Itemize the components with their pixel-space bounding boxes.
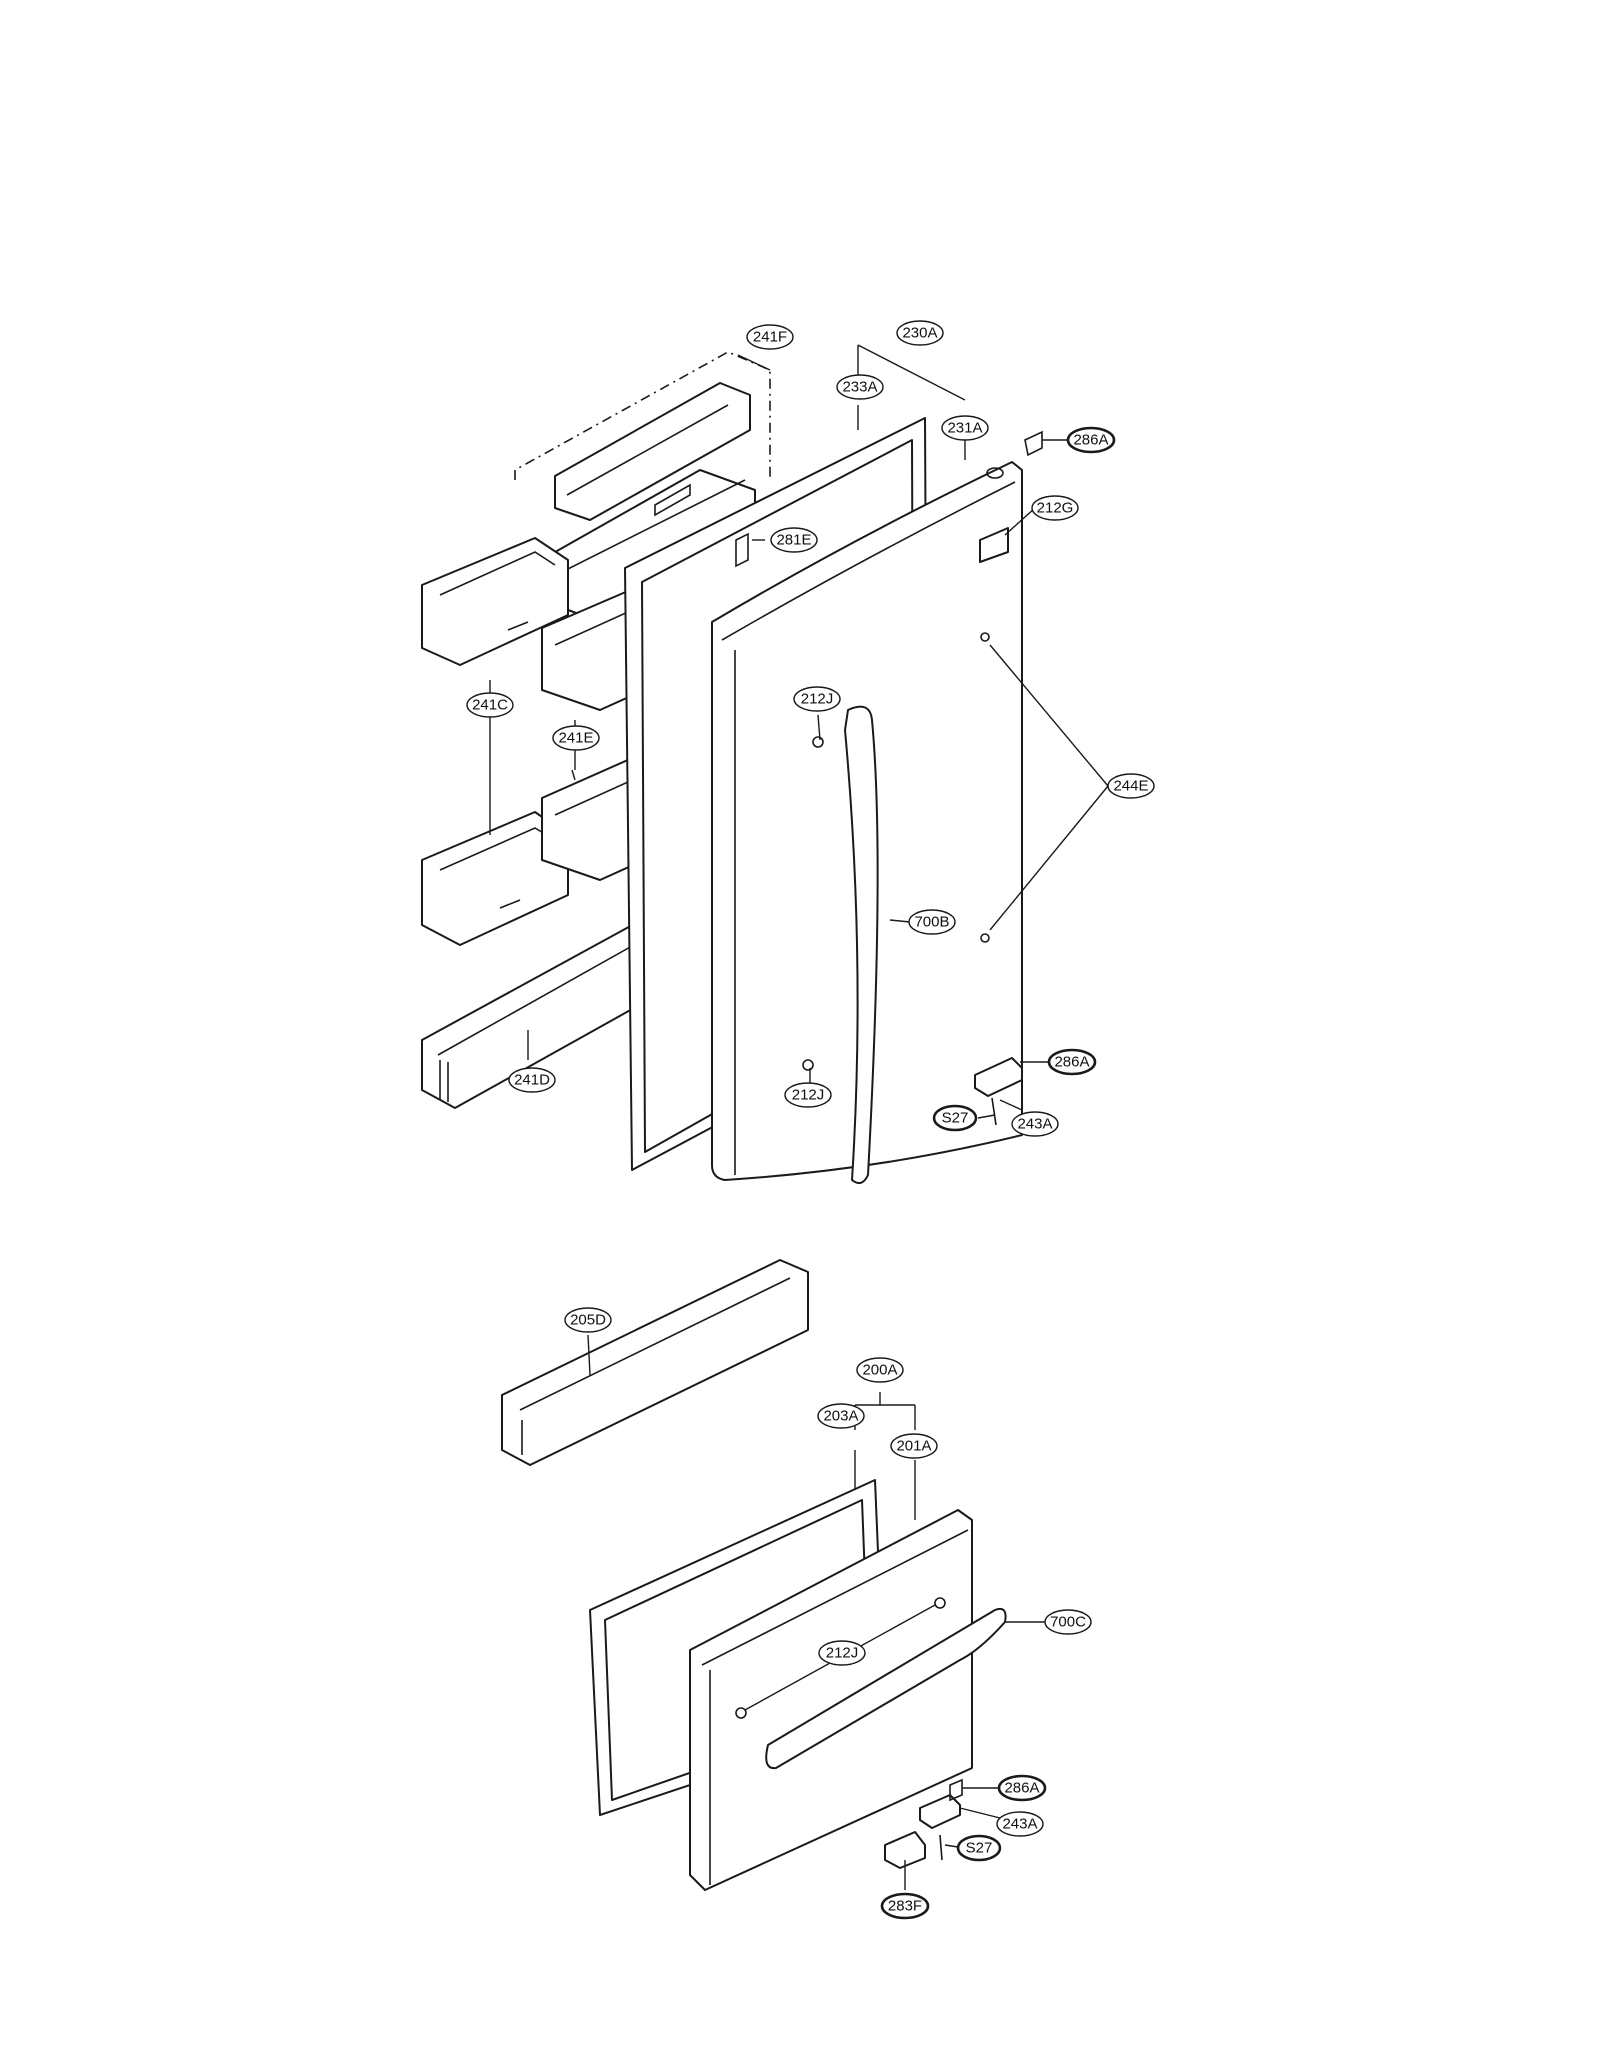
screw-212J-drawer-a bbox=[735, 1707, 747, 1719]
callout-243A-mid: 243A bbox=[1011, 1111, 1059, 1137]
shelf-205D bbox=[501, 1259, 809, 1466]
svg-text:700C: 700C bbox=[1050, 1614, 1086, 1631]
svg-text:S27: S27 bbox=[966, 1840, 993, 1857]
svg-text:201A: 201A bbox=[896, 1438, 931, 1455]
callout-205D: 205D bbox=[564, 1307, 612, 1333]
callout-200A: 200A bbox=[856, 1357, 904, 1383]
callouts: 241F 230A 233A 231A 286A 212G 281E 212J bbox=[466, 320, 1155, 1920]
svg-text:203A: 203A bbox=[823, 1408, 858, 1425]
callout-700B: 700B bbox=[908, 909, 956, 935]
callout-S27-mid: S27 bbox=[932, 1104, 978, 1132]
bracket-283F bbox=[884, 1831, 926, 1869]
callout-286A-bot: 286A bbox=[997, 1774, 1047, 1802]
svg-text:233A: 233A bbox=[842, 379, 877, 396]
svg-text:212G: 212G bbox=[1037, 500, 1074, 517]
callout-230A: 230A bbox=[896, 320, 944, 346]
svg-text:286A: 286A bbox=[1054, 1054, 1089, 1071]
svg-text:241C: 241C bbox=[472, 697, 508, 714]
bracket-241F bbox=[514, 351, 771, 480]
svg-text:212J: 212J bbox=[826, 1645, 859, 1662]
callout-241C: 241C bbox=[466, 692, 514, 718]
svg-text:212J: 212J bbox=[792, 1087, 825, 1104]
callout-203A: 203A bbox=[817, 1403, 865, 1429]
screw-212J-lower bbox=[802, 1059, 814, 1071]
callout-212G: 212G bbox=[1031, 495, 1079, 521]
svg-text:243A: 243A bbox=[1002, 1816, 1037, 1833]
screw-S27-mid bbox=[991, 1097, 997, 1126]
handle-700B bbox=[844, 705, 879, 1185]
svg-text:281E: 281E bbox=[776, 532, 811, 549]
svg-text:241F: 241F bbox=[753, 329, 787, 346]
svg-text:243A: 243A bbox=[1017, 1116, 1052, 1133]
svg-text:283F: 283F bbox=[888, 1898, 922, 1915]
callout-244E: 244E bbox=[1107, 773, 1155, 799]
svg-text:286A: 286A bbox=[1073, 432, 1108, 449]
callout-S27-bot: S27 bbox=[956, 1834, 1002, 1862]
callout-700C: 700C bbox=[1044, 1609, 1092, 1635]
hole-244E-b bbox=[980, 933, 990, 943]
bin-241C-lower bbox=[421, 811, 569, 946]
svg-text:700B: 700B bbox=[914, 914, 949, 931]
cap-286A-top bbox=[1024, 430, 1043, 457]
callout-212J-lower: 212J bbox=[784, 1082, 832, 1108]
svg-text:241E: 241E bbox=[558, 730, 593, 747]
callout-212J-upper: 212J bbox=[793, 686, 841, 712]
handle-700C bbox=[765, 1607, 1007, 1770]
bin-241C-upper bbox=[421, 537, 569, 666]
callout-233A: 233A bbox=[836, 374, 884, 400]
hinge-281E bbox=[735, 532, 749, 568]
svg-text:205D: 205D bbox=[570, 1312, 606, 1329]
hole-244E-a bbox=[980, 632, 990, 642]
svg-text:244E: 244E bbox=[1113, 778, 1148, 795]
svg-text:212J: 212J bbox=[801, 691, 834, 708]
callout-286A-top: 286A bbox=[1066, 426, 1116, 454]
screw-S27-bot bbox=[939, 1834, 943, 1861]
callout-283F: 283F bbox=[880, 1892, 930, 1920]
callout-231A: 231A bbox=[941, 415, 989, 441]
svg-text:286A: 286A bbox=[1004, 1780, 1039, 1797]
drawer-front-201A bbox=[689, 1509, 973, 1891]
upper-door-assembly bbox=[421, 335, 1109, 1185]
svg-text:200A: 200A bbox=[862, 1362, 897, 1379]
svg-text:230A: 230A bbox=[902, 325, 937, 342]
callout-241E: 241E bbox=[552, 725, 600, 751]
screw-212J-upper bbox=[812, 736, 824, 748]
callout-212J-drawer: 212J bbox=[818, 1640, 866, 1666]
svg-text:241D: 241D bbox=[514, 1072, 550, 1089]
svg-text:S27: S27 bbox=[942, 1110, 969, 1127]
callout-286A-mid: 286A bbox=[1047, 1048, 1097, 1076]
callout-241D: 241D bbox=[508, 1067, 556, 1093]
svg-text:231A: 231A bbox=[947, 420, 982, 437]
callout-241F: 241F bbox=[746, 324, 794, 350]
callout-243A-bot: 243A bbox=[996, 1811, 1044, 1837]
screw-212J-drawer-b bbox=[934, 1597, 946, 1609]
cap-286A-bot bbox=[949, 1778, 963, 1802]
hinge-243A-bot bbox=[919, 1794, 961, 1829]
callout-281E: 281E bbox=[770, 527, 818, 553]
callout-201A: 201A bbox=[890, 1433, 938, 1459]
hinge-243A-mid bbox=[974, 1057, 1023, 1097]
lower-drawer-assembly bbox=[501, 1259, 1045, 1891]
